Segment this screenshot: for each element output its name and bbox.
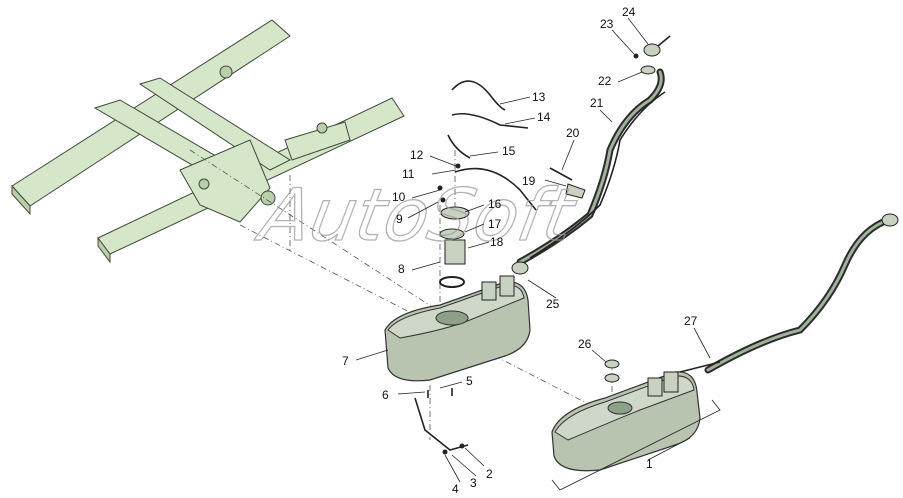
callout-12: 12 [410,148,424,162]
callout-13: 13 [532,90,546,104]
callout-9: 9 [396,212,403,226]
callout-11: 11 [402,167,415,181]
fuel-tank-assembly-left [384,275,531,382]
filler-cap-parts [633,35,671,75]
callout-2: 2 [486,467,493,481]
fuel-pump-parts [414,80,620,455]
callout-6: 6 [382,388,389,402]
filler-hose-upper [511,68,666,275]
watermark-text: AutoSoft [251,175,583,258]
callout-17: 17 [488,217,502,231]
callout-20: 20 [566,126,580,140]
callout-16: 16 [488,197,502,211]
callout-3: 3 [470,476,477,490]
callout-15: 15 [502,144,516,158]
callout-24: 24 [622,5,636,19]
callout-10: 10 [392,190,406,204]
filler-hose-right [679,213,899,374]
callout-25: 25 [546,297,560,311]
callout-21: 21 [590,96,604,110]
callout-7: 7 [342,354,349,368]
callout-27: 27 [684,314,698,328]
callout-5: 5 [466,374,473,388]
callout-19: 19 [522,174,536,188]
callout-8: 8 [398,262,405,276]
callout-18: 18 [490,235,504,249]
callout-1: 1 [646,457,653,471]
callout-labels: 1 2 3 4 5 6 7 8 9 10 11 12 13 14 15 16 1… [342,5,698,496]
callout-23: 23 [600,17,614,31]
leader-lines [355,17,711,483]
callout-14: 14 [537,110,551,124]
callout-26: 26 [578,337,592,351]
fuel-tank-assembly-right [551,371,721,491]
callout-4: 4 [452,482,459,496]
callout-22: 22 [598,74,612,88]
chassis-frame [11,19,405,264]
